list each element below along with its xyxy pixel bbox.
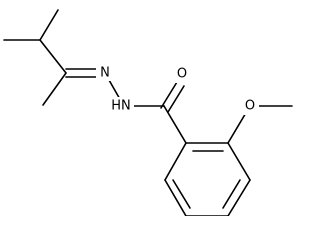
bond-carbonyl-ring bbox=[163, 105, 187, 144]
bond-methyl-top bbox=[39, 9, 59, 41]
ring-inner-bond-b bbox=[222, 179, 241, 209]
molecule-diagram: N HN O O bbox=[3, 9, 293, 216]
bond-c-o-double-a bbox=[160, 81, 178, 109]
ring-bond-6 bbox=[164, 142, 187, 181]
n-imine-backdrop bbox=[96, 63, 114, 81]
o-methoxy-label: O bbox=[245, 99, 255, 114]
ring-bond-5 bbox=[164, 179, 187, 216]
ring-bond-2 bbox=[227, 142, 251, 181]
o-carbonyl-label: O bbox=[177, 67, 187, 82]
atom-labels: N HN O O bbox=[96, 63, 259, 115]
o-methoxy-backdrop bbox=[241, 97, 259, 115]
n-imine-label: N bbox=[100, 66, 110, 81]
n-amide-label: HN bbox=[111, 99, 131, 114]
n-amide-backdrop bbox=[108, 97, 134, 115]
o-carbonyl-backdrop bbox=[173, 65, 191, 83]
bond-isopropyl-to-imine-carbon bbox=[39, 39, 67, 74]
ring-inner-bond-c bbox=[172, 179, 191, 209]
bond-imine-carbon-methyl bbox=[42, 72, 67, 106]
bond-c-o-double-b bbox=[167, 85, 185, 113]
ring-bond-3 bbox=[227, 179, 251, 216]
bonds bbox=[3, 9, 293, 216]
